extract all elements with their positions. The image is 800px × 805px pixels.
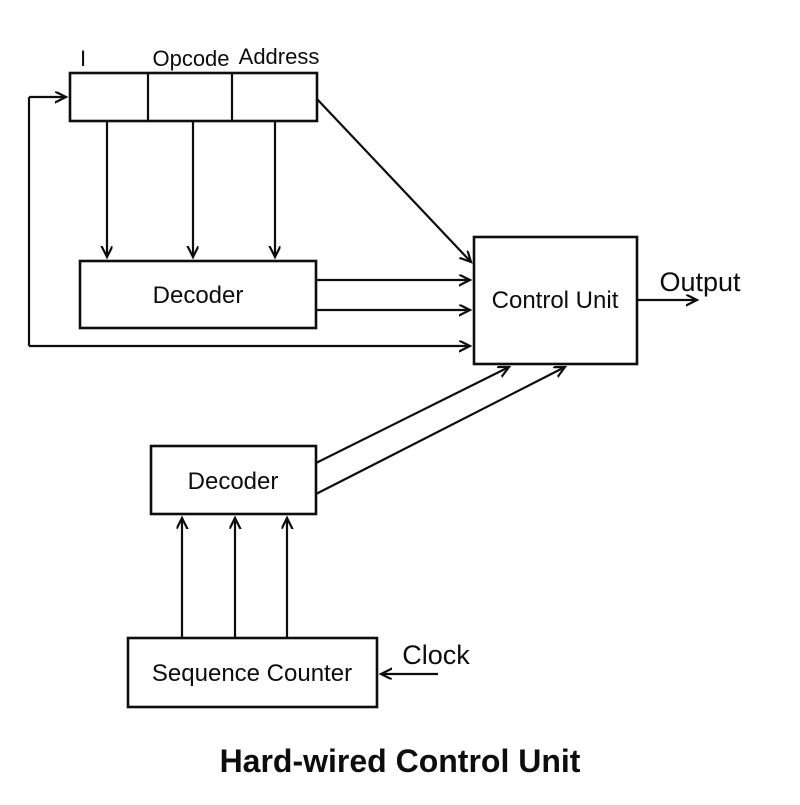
clock-label: Clock xyxy=(402,640,470,670)
arrow-timing-decoder-to-control-unit-2 xyxy=(315,367,565,495)
timing-decoder-label: Decoder xyxy=(188,468,279,495)
register-opcode-label: Opcode xyxy=(152,46,229,71)
control-unit-box xyxy=(472,235,639,366)
sequence-counter-box xyxy=(126,636,379,709)
instruction-register-box xyxy=(68,71,319,123)
register-i-label: I xyxy=(80,46,86,71)
sequence-counter-label: Sequence Counter xyxy=(152,660,352,687)
register-address-label: Address xyxy=(239,44,320,69)
opcode-decoder-box xyxy=(78,259,318,330)
diagram-title: Hard-wired Control Unit xyxy=(220,743,581,779)
arrow-address-to-control-unit xyxy=(316,98,471,262)
output-label: Output xyxy=(659,267,741,297)
arrow-timing-decoder-to-control-unit-1 xyxy=(315,367,509,464)
control-unit-label: Control Unit xyxy=(492,287,619,314)
opcode-decoder-label: Decoder xyxy=(153,282,244,309)
timing-decoder-box xyxy=(149,444,318,516)
